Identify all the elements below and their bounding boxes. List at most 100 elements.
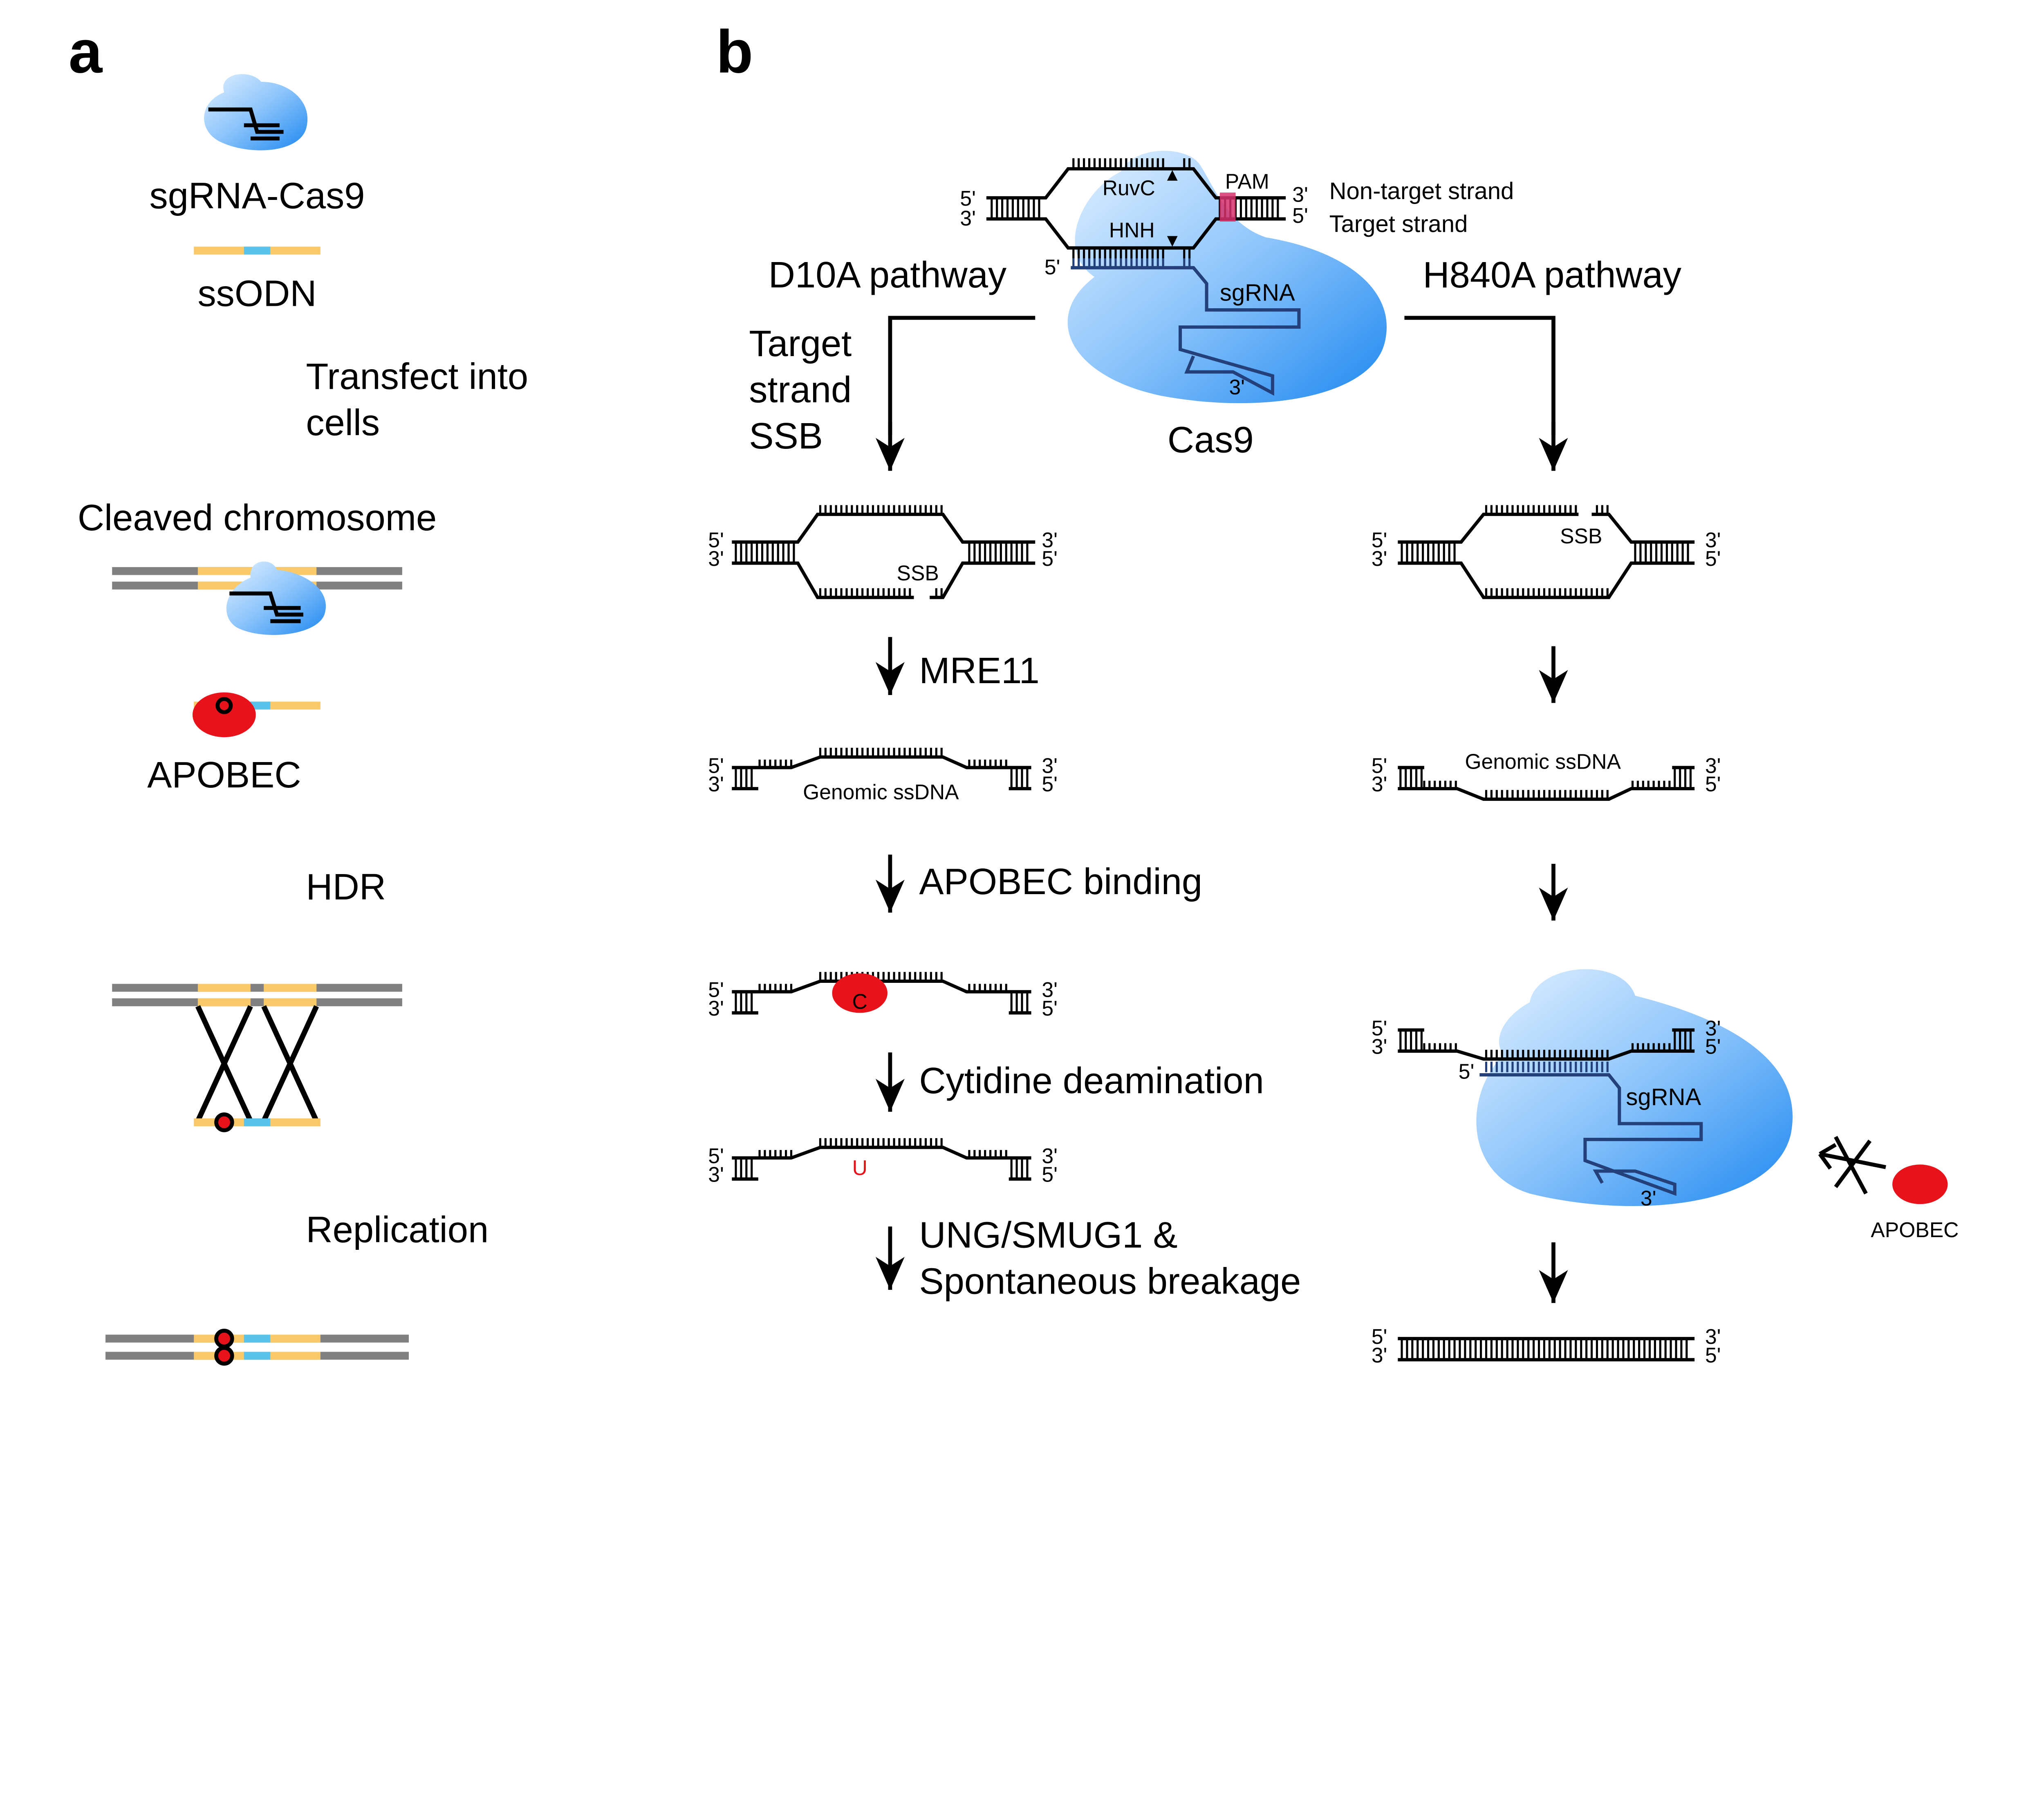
h840a-pathway-title: H840A pathway xyxy=(1423,254,1681,296)
end-label: 3' xyxy=(708,547,724,570)
base-ticks xyxy=(1010,767,1029,789)
sgrna-cas9-label: sgRNA-Cas9 xyxy=(150,175,365,217)
arrow-head-icon xyxy=(1539,437,1568,471)
dna-strand xyxy=(1398,1049,1695,1061)
apobec-label: APOBEC xyxy=(147,754,301,796)
end-label: 5' xyxy=(708,978,724,1002)
sgrna-strand xyxy=(1479,1073,1703,1196)
apobec-label: APOBEC xyxy=(1871,1218,1959,1242)
end-label: 3' xyxy=(1042,753,1058,777)
replicated-chromosome xyxy=(105,1328,409,1366)
sgrna-ticks xyxy=(1485,1061,1609,1072)
dna-strand xyxy=(1398,561,1695,599)
end-label: 5' xyxy=(1372,1325,1387,1348)
genomic-ssdna-label: Genomic ssDNA xyxy=(803,780,959,804)
panel-b-label: b xyxy=(716,18,753,85)
arrow-head-icon xyxy=(875,437,905,471)
target-strand-label: Target strand xyxy=(1329,211,1468,238)
base-ticks xyxy=(819,1138,943,1148)
base-ticks xyxy=(758,984,793,992)
arrow-head-icon xyxy=(1539,887,1568,921)
end-label: 5' xyxy=(1705,1343,1721,1367)
end-label: 3' xyxy=(1042,1144,1058,1168)
sgrna-label: sgRNA xyxy=(1220,279,1295,306)
dna-strand xyxy=(1398,787,1695,801)
replication-label: Replication xyxy=(306,1209,489,1251)
h840a-branch-line xyxy=(1404,316,1555,435)
five-prime-label: 5' xyxy=(1044,255,1060,279)
base-ticks xyxy=(735,767,753,789)
bound-dna-complex: 5'3'3'5'5'3' xyxy=(1372,1016,1721,1210)
dna-strand xyxy=(732,513,1035,544)
base-ticks xyxy=(1485,790,1609,799)
base-ticks xyxy=(1631,780,1671,789)
base-ticks xyxy=(1631,1043,1671,1051)
sgrna-strand xyxy=(1071,266,1301,396)
end-label: 3' xyxy=(1042,528,1058,552)
base-ticks xyxy=(819,748,943,757)
transfect-label: Transfect into xyxy=(306,356,528,397)
base-ticks xyxy=(1072,158,1191,169)
dna-strand xyxy=(1591,513,1695,544)
arrow-head-icon xyxy=(875,879,905,913)
base-ticks xyxy=(735,542,795,563)
ssb-label: SSB xyxy=(897,561,939,585)
mre11-label: MRE11 xyxy=(919,650,1039,691)
blocked-arrow-icon xyxy=(1818,1136,1886,1195)
base-ticks xyxy=(968,542,1029,563)
five-prime-label: 5' xyxy=(960,186,976,210)
end-label: 5' xyxy=(708,528,724,552)
base-ticks xyxy=(1423,1043,1457,1051)
cas9-label: Cas9 xyxy=(1168,419,1254,460)
end-label: 5' xyxy=(1042,996,1058,1020)
base-ticks xyxy=(819,588,943,598)
d10a-branch-line xyxy=(888,316,1035,435)
sgrna-ticks xyxy=(1072,258,1191,268)
spontaneous-breakage-label: Spontaneous breakage xyxy=(919,1261,1301,1302)
base-ticks xyxy=(968,760,1007,768)
end-label: 5' xyxy=(1705,547,1721,570)
arrow-head-icon xyxy=(875,1079,905,1112)
end-label: 3' xyxy=(708,996,724,1020)
cas9-protein-bottom xyxy=(1476,969,1793,1206)
cytidine-deamination-label: Cytidine deamination xyxy=(919,1060,1264,1101)
end-label: 3' xyxy=(708,772,724,796)
pam-highlight xyxy=(1219,192,1236,222)
apobec-enzyme xyxy=(832,973,888,1013)
base-ticks xyxy=(758,1150,793,1158)
pam-label: PAM xyxy=(1225,169,1269,193)
end-label: 5' xyxy=(1372,753,1387,777)
ssb-label: SSB xyxy=(1560,524,1602,548)
ruvc-label: RuvC xyxy=(1103,176,1155,200)
base-ticks xyxy=(735,1158,753,1179)
hdr-label: HDR xyxy=(306,866,386,908)
figure: a sgRNA-Cas9 ssODN Transfect into cells … xyxy=(69,18,1959,1367)
apobec-icon xyxy=(192,692,320,738)
d10a-pathway-diagram: 5'3'3'5'5'3'3'5'5'3'3'5'5'3'3'5' xyxy=(708,422,1058,1290)
cytidine-label: C xyxy=(852,990,867,1014)
ung-smug1-label: UNG/SMUG1 & xyxy=(919,1215,1177,1256)
target-strand-ssb-label: strand xyxy=(749,369,852,410)
base-ticks xyxy=(1423,780,1457,789)
five-prime-label: 5' xyxy=(1292,204,1308,227)
base-ticks xyxy=(1401,1339,1688,1360)
base-ticks xyxy=(1010,1158,1029,1179)
arrow-head-icon xyxy=(875,1257,905,1290)
base-ticks xyxy=(1485,588,1609,598)
base-ticks xyxy=(968,984,1007,992)
end-label: 5' xyxy=(1042,772,1058,796)
end-label: 5' xyxy=(1705,1034,1721,1058)
target-strand-ssb-label: SSB xyxy=(749,415,823,457)
end-label: 3' xyxy=(1042,978,1058,1002)
base-ticks xyxy=(1485,505,1609,515)
end-label: 3' xyxy=(1372,1343,1387,1367)
h840a-pathway-diagram: 5'3'3'5'5'3'3'5'5'3'3'5' xyxy=(1372,422,1721,1367)
base-ticks xyxy=(1634,542,1689,563)
sgrna-label: sgRNA xyxy=(1626,1084,1701,1110)
base-ticks xyxy=(968,1150,1007,1158)
ssodn-label: ssODN xyxy=(198,273,317,314)
three-prime-label: 3' xyxy=(1229,375,1245,399)
panel-a-label: a xyxy=(69,18,103,85)
arrow-head-icon xyxy=(875,662,905,695)
hdr-diagram xyxy=(112,984,402,1132)
